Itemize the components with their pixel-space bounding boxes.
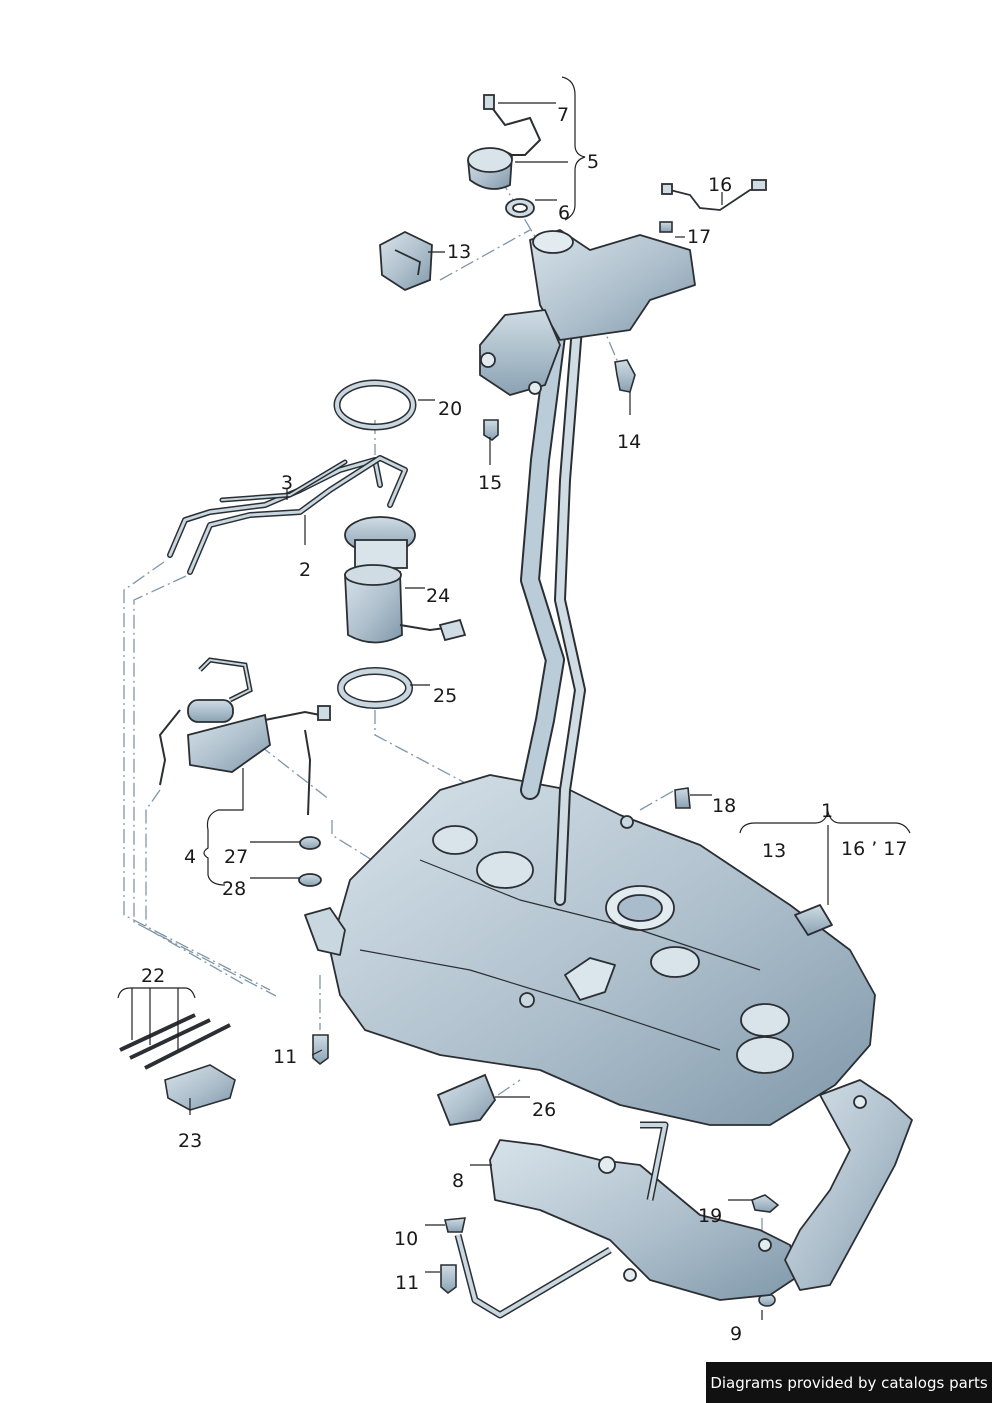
label-17: 17	[687, 226, 712, 248]
bolts-nuts	[312, 1034, 780, 1307]
label-23: 23	[178, 1130, 203, 1152]
label-11-lower: 11	[395, 1272, 420, 1294]
label-18: 18	[712, 795, 737, 817]
fuel-pump-module	[344, 516, 467, 644]
label-14: 14	[617, 431, 642, 453]
label-6: 6	[558, 202, 571, 224]
fuel-tank	[304, 774, 876, 1126]
label-11-upper: 11	[273, 1046, 298, 1068]
wire-harness-connector	[119, 1013, 236, 1111]
tank-strap-heat-shield	[454, 1079, 913, 1319]
filler-cap-assembly	[467, 94, 542, 218]
sensor-wire	[661, 179, 767, 211]
label-25: 25	[433, 685, 458, 707]
label-13-seal: 13	[447, 241, 472, 263]
seal-rings	[333, 379, 417, 709]
leader-lines	[117, 76, 911, 1320]
fuel-lines	[167, 455, 408, 575]
label-16: 16	[708, 174, 733, 196]
label-2: 2	[299, 559, 312, 581]
label-9: 9	[730, 1323, 743, 1345]
label-5: 5	[587, 151, 600, 173]
hose-clamps	[298, 836, 322, 887]
label-26: 26	[532, 1099, 557, 1121]
small-fasteners	[483, 221, 691, 809]
label-13-tank: 13	[762, 840, 787, 862]
label-7: 7	[557, 104, 570, 126]
fuel-filter-bracket	[158, 657, 331, 816]
label-8: 8	[452, 1170, 465, 1192]
sender-seal-unit	[379, 230, 433, 292]
label-15: 15	[478, 472, 503, 494]
label-1: 1	[821, 800, 834, 822]
label-10: 10	[394, 1228, 419, 1250]
connector-housing	[436, 1073, 497, 1127]
label-16-17: 16 ’ 17	[841, 838, 908, 860]
label-27: 27	[224, 846, 249, 868]
label-4: 4	[184, 846, 197, 868]
label-20: 20	[438, 398, 463, 420]
label-19: 19	[698, 1205, 723, 1227]
label-24: 24	[426, 585, 451, 607]
label-22: 22	[141, 965, 166, 987]
credit-banner: Diagrams provided by catalogs parts	[706, 1362, 992, 1403]
label-3: 3	[281, 472, 294, 494]
filler-neck	[479, 229, 696, 906]
label-28: 28	[222, 878, 247, 900]
